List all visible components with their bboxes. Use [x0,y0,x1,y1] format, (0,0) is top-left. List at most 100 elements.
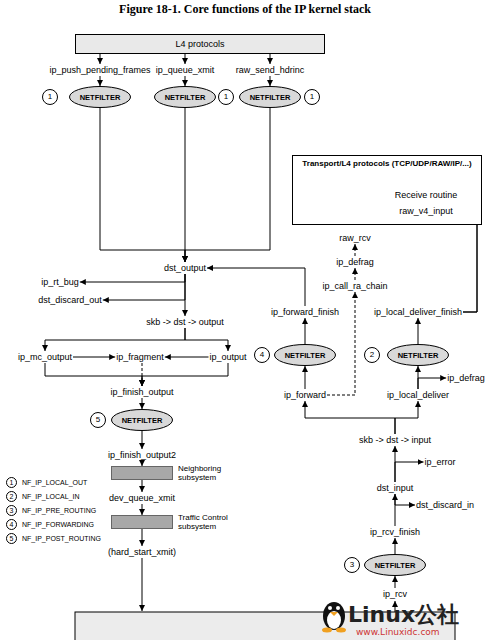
connector-arrow [418,366,419,389]
connector-arrow [355,268,356,280]
node-text: ip_defrag [447,373,485,383]
connector-arrow [207,268,305,306]
callout-number: 1 [304,89,320,105]
callout-text: 3 [350,561,354,569]
node-text: NETFILTER [122,416,163,425]
function-name: (hard_start_xmit) [107,546,177,558]
connector-arrow [395,446,396,482]
node-text: dev_queue_xmit [109,493,175,503]
callout-number: 2 [6,491,17,502]
legend-text: NF_IP_LOCAL_OUT [22,479,87,486]
function-name: ip_output [208,351,247,363]
connector-arrow [305,318,306,344]
callout-text: 2 [370,351,374,359]
connector-arrow [142,504,143,515]
connector-arrow [395,494,415,505]
connector-arrow [185,108,186,262]
function-name: skb -> dst -> output [145,316,225,328]
netfilter-hook: NETFILTER [387,344,449,366]
connector-arrow [305,401,395,434]
connector-arrow [100,54,101,64]
function-name: ip_finish_output2 [107,449,177,461]
callout-number: 1 [6,477,17,488]
callout-number: 3 [344,557,360,573]
node-text: NETFILTER [398,351,439,360]
legend-text: NF_IP_FORWARDING [22,521,94,528]
function-name: raw_rcv [338,232,372,244]
subsystem-box: Neighboring subsystem [111,466,173,480]
netfilter-hook: NETFILTER [364,554,426,576]
node-text: dst_discard_in [416,500,474,510]
connector-arrow [355,244,356,256]
connector-arrow [80,274,185,282]
node-text: raw_rcv [339,233,371,243]
connector-arrow [395,462,424,482]
netfilter-hook: NETFILTER [111,409,173,431]
node-text: Receive routine [395,190,458,200]
function-name: Receive routine [394,189,459,201]
protocol-group-box: Transport/L4 protocols (TCP/UDP/RAW/IP/.… [292,155,482,225]
callout-number: 1 [42,89,58,105]
callout-number: 4 [6,519,17,530]
netfilter-ellipse [365,555,426,576]
node-text: NETFILTER [165,93,206,102]
callout-number: 2 [364,347,380,363]
netfilter-ellipse [240,87,301,108]
callout-number: 4 [254,347,270,363]
function-name: ip_error [423,456,456,468]
function-name: dev_queue_xmit [108,492,176,504]
connector-arrow [454,211,477,312]
legend-row: 3NF_IP_PRE_ROUTING [6,503,101,517]
connector-arrow [142,398,143,409]
connector-arrow [185,328,228,351]
node-text: NETFILTER [285,351,326,360]
connector-arrow [270,76,271,86]
connector-arrow [45,363,142,386]
connector-arrow [142,480,143,492]
node-text: raw_send_hdrinc [236,65,305,75]
connector-arrow [103,274,185,300]
callout-text: 1 [310,93,314,101]
callout-text: 4 [260,351,264,359]
connector-arrow [458,195,477,312]
node-text: ip_error [424,457,455,467]
connector-arrow [185,108,270,262]
node-text: Traffic Control subsystem [178,513,240,531]
legend-text: NF_IP_PRE_ROUTING [22,507,96,514]
function-name: raw_v4_input [398,205,454,217]
function-name: skb -> dst -> input [358,434,432,446]
connector-arrow [45,328,185,351]
legend-row: 4 NF_IP_FORWARDING [6,517,101,531]
netfilter-hook: NETFILTER [69,86,131,108]
connector-arrow [142,461,143,466]
netfilter-ellipse [275,345,336,366]
penguin-logo [322,602,346,633]
connector-arrow [142,529,143,546]
node-text: ip_local_deliver [387,390,449,400]
connector-arrow [418,318,419,344]
connector-arrow [165,357,209,358]
node-text: ip_local_deliver_finish [374,307,462,317]
node-text: L4 protocols [175,39,224,49]
subsystem-box: Traffic Control subsystem [111,515,173,529]
connector-arrow [395,576,396,588]
node-text: NETFILTER [375,561,416,570]
node-text: dst_discard_out [38,295,102,305]
callout-text: 5 [96,416,100,424]
connector-arrow [305,366,306,389]
callout-text: 1 [224,93,228,101]
connector-arrow [185,274,186,316]
function-name: ip_rcv [382,588,408,600]
function-name: ip_local_deliver [386,389,450,401]
function-name: ip_finish_output [109,386,174,398]
netfilter-hook: NETFILTER [239,86,301,108]
function-name: ip_forward [283,389,327,401]
node-text: raw_v4_input [399,206,453,216]
netfilter-ellipse [155,87,216,108]
node-text: ip_queue_xmit [156,65,215,75]
netfilter-ellipse [112,410,173,431]
node-text: dst_output [164,263,206,273]
node-text: ip_finish_output [110,387,173,397]
function-name: dst_discard_in [415,499,475,511]
node-text: Transport/L4 protocols (TCP/UDP/RAW/IP/.… [302,159,471,168]
